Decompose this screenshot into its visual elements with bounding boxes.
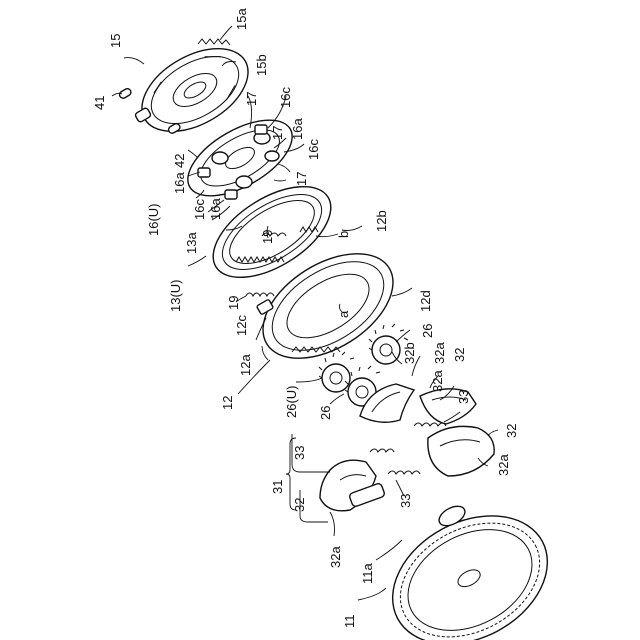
label-11a: 11a xyxy=(360,563,375,584)
gear-11-main xyxy=(370,490,569,640)
spring-33-upper xyxy=(414,423,446,426)
spring-33-lower xyxy=(388,471,420,474)
label-16c-b: 16c xyxy=(306,139,321,160)
label-17-a: 17 xyxy=(244,92,259,106)
label-15a: 15a xyxy=(234,8,249,30)
part-15a-teeth xyxy=(198,39,230,45)
label-32a-c: 32a xyxy=(496,454,511,476)
pawl-32-right xyxy=(428,426,494,476)
label-15b: 15b xyxy=(254,54,269,76)
label-b: b xyxy=(336,231,351,238)
label-16c-a: 16c xyxy=(278,87,293,108)
label-17-b: 17 xyxy=(270,126,285,140)
label-12a: 12a xyxy=(238,354,253,376)
label-12b: 12b xyxy=(374,210,389,232)
label-26-a: 26 xyxy=(420,324,435,338)
label-16a-c: 16a xyxy=(208,198,223,220)
pawl-32-lower xyxy=(320,460,385,511)
label-16u: 16(U) xyxy=(146,203,161,236)
spring-33-middle xyxy=(370,449,394,452)
label-32b: 32b xyxy=(402,342,417,364)
label-a: a xyxy=(336,310,351,318)
label-26-b: 26 xyxy=(318,406,333,420)
label-12: 12 xyxy=(220,396,235,410)
label-33-c: 33 xyxy=(398,494,413,508)
label-13a: 13a xyxy=(184,232,199,254)
label-12c: 12c xyxy=(234,315,249,336)
label-11: 11 xyxy=(342,615,357,629)
label-13u: 13(U) xyxy=(168,279,183,312)
label-17-c: 17 xyxy=(294,172,309,186)
label-16c-c: 16c xyxy=(192,199,207,220)
label-32a-a: 32a xyxy=(432,342,447,364)
label-19-b: 19 xyxy=(226,296,241,310)
label-19-a: 19 xyxy=(260,230,275,244)
label-42: 42 xyxy=(172,154,187,168)
spring-19-lower xyxy=(246,293,274,296)
label-26u: 26(U) xyxy=(284,385,299,418)
label-32-a: 32 xyxy=(452,348,467,362)
label-41: 41 xyxy=(92,96,107,110)
label-31: 31 xyxy=(270,480,285,494)
label-16a-b: 16a xyxy=(172,172,187,194)
label-32a-d: 32a xyxy=(328,546,343,568)
label-16a-a: 16a xyxy=(290,118,305,140)
label-32a-b: 32a xyxy=(430,370,445,392)
label-33-a: 33 xyxy=(456,390,471,404)
label-15: 15 xyxy=(108,34,123,48)
label-32-b: 32 xyxy=(504,424,519,438)
label-12d: 12d xyxy=(418,290,433,312)
label-33-b: 33 xyxy=(292,446,307,460)
